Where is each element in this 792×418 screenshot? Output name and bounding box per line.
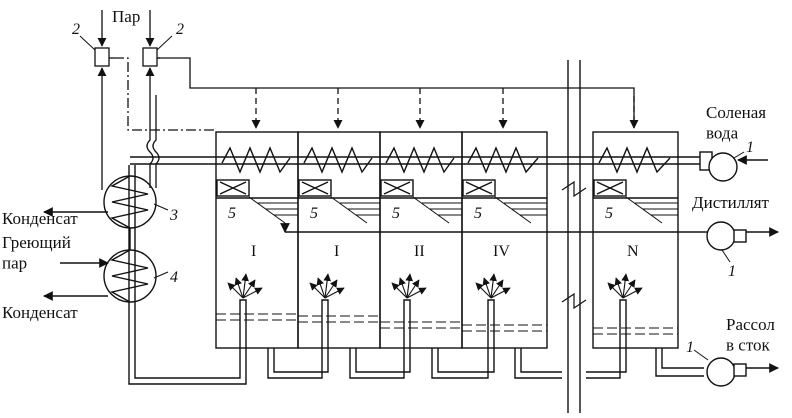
stage-numeral-n: N (627, 243, 639, 260)
callout-pump-brine: 1 (686, 339, 694, 356)
ejector-right-down (146, 95, 154, 188)
coil-4 (467, 146, 539, 174)
brine-out-pipe (655, 348, 704, 377)
leader-heater-3 (153, 203, 169, 211)
vacuum-header (158, 57, 635, 128)
coil-n (598, 146, 671, 174)
underflow-3 (349, 340, 405, 379)
tray-n (593, 179, 627, 197)
coil-1 (221, 146, 291, 174)
brine-out-pipe-b (661, 348, 704, 369)
trough-slope-2 (330, 196, 380, 224)
underflow-4b (437, 340, 495, 373)
callout-pump-distillate: 1 (728, 263, 736, 280)
leader-pump-brine (693, 349, 709, 361)
coil-3 (385, 146, 455, 174)
underflow-4 (431, 340, 489, 379)
leader-pump-salt (733, 151, 745, 159)
spray-1 (227, 273, 263, 299)
pump-salt-water (699, 151, 768, 182)
underflow-3b (355, 340, 411, 373)
callout-ejector-left: 2 (72, 21, 80, 38)
callout-heater-4: 4 (170, 269, 178, 286)
leader-ejector-right (156, 35, 173, 51)
label-line: в сток (726, 335, 771, 354)
leader-ejector-left (79, 35, 96, 51)
tray-callout-4: 5 (474, 205, 482, 222)
stage-numeral-2: I (334, 243, 339, 260)
label-line: Соленая (706, 103, 766, 122)
underflow-nb (586, 340, 627, 373)
tray-4 (462, 179, 496, 197)
condensate-top-label: Конденсат (2, 209, 78, 228)
heater-4-coil (110, 249, 149, 303)
brine-levels (216, 313, 678, 335)
callout-heater-3: 3 (169, 207, 178, 224)
tray-2 (298, 179, 332, 197)
tray-3 (380, 179, 414, 197)
pump-brine (706, 357, 779, 387)
flash-sprays (227, 273, 643, 299)
coil-2 (303, 146, 373, 174)
spray-3 (391, 273, 427, 299)
heater-3-coil (110, 175, 149, 229)
chamber-4 (461, 131, 548, 349)
inlet-tube-1 (239, 299, 247, 340)
tray-callout-2: 5 (310, 205, 318, 222)
leader-pump-distillate (721, 249, 731, 263)
ejector-left (94, 47, 110, 67)
pump-distillate (705, 221, 779, 251)
underflow-1b (128, 165, 247, 385)
underflow-5 (514, 348, 562, 379)
underflow-5b (520, 348, 562, 373)
callout-ejector-right: 2 (176, 21, 184, 38)
underflow-2b (273, 340, 329, 373)
tray-callout-1: 5 (228, 205, 236, 222)
condensate-bottom-label: Конденсат (2, 303, 78, 322)
tray-callout-3: 5 (392, 205, 400, 222)
label-line: вода (706, 123, 739, 142)
steam-label: Пар (112, 7, 140, 26)
heater-4 (103, 249, 157, 303)
inlet-tube-4 (487, 299, 495, 340)
leader-heater-4 (153, 271, 169, 279)
ejector-right (142, 47, 158, 67)
stage-numeral-3: II (414, 243, 425, 260)
distillate-label: Дистиллят (692, 193, 770, 212)
spray-4 (475, 273, 511, 299)
break-mark-lower (561, 292, 587, 310)
chamber-n (592, 131, 679, 349)
break-mark-upper (561, 180, 587, 198)
tray-callout-n: 5 (605, 205, 613, 222)
label-line: Рассол (726, 315, 775, 334)
stage-numeral-4: IV (493, 243, 510, 260)
spray-2 (309, 273, 345, 299)
heater-3 (103, 175, 157, 229)
label-line: Греющий (2, 233, 71, 252)
trough-slope-3 (412, 196, 462, 224)
trough-slope-n (625, 196, 678, 224)
ejector-right-pipe2 (152, 95, 160, 188)
callout-pump-salt: 1 (746, 139, 754, 156)
dashdot-line (114, 57, 216, 131)
inlet-tube-2 (321, 299, 329, 340)
tray-1 (216, 179, 250, 197)
trough-slope-4 (494, 196, 547, 224)
trough-slope-1 (248, 196, 298, 224)
underflow-1 (134, 165, 241, 379)
underflow-n (586, 340, 621, 379)
spray-n (607, 273, 643, 299)
stage-numeral-1: I (251, 243, 256, 260)
underflow-2 (267, 340, 323, 379)
inlet-tube-n (619, 299, 627, 340)
inlet-tube-3 (403, 299, 411, 340)
label-line: пар (2, 253, 27, 272)
